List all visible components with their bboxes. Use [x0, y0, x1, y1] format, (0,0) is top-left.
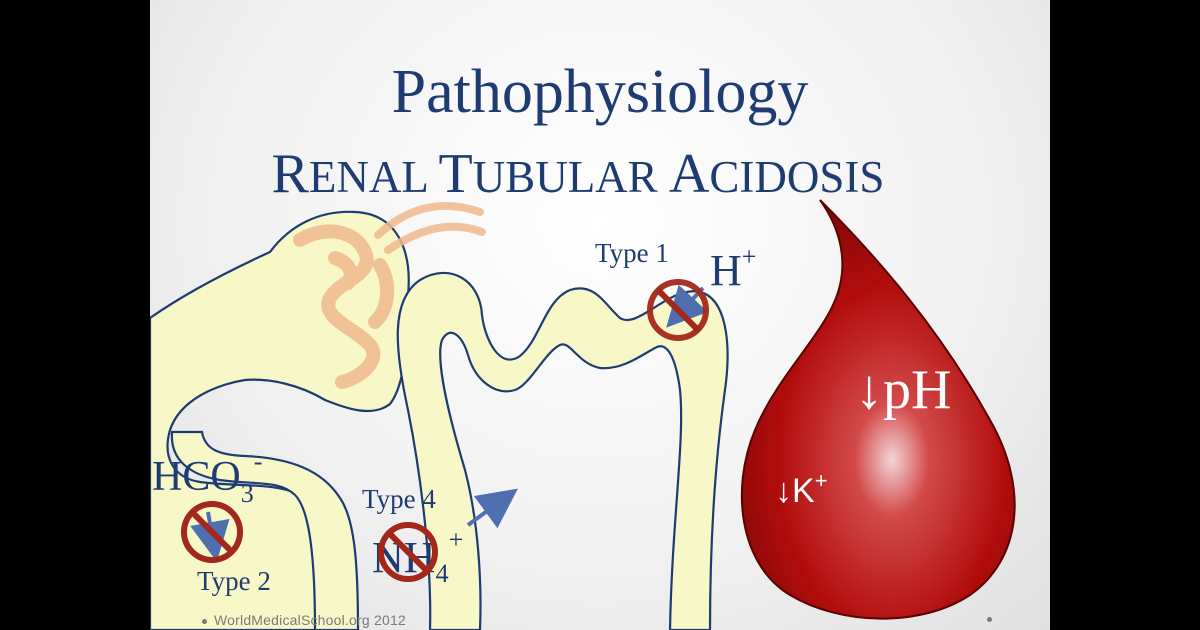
arrow-icon: [466, 488, 518, 529]
proximal-tubule: [170, 430, 360, 630]
footer-text: WorldMedicalSchool.org 2012: [214, 612, 406, 628]
glomerulus-icon: [293, 202, 486, 389]
slide: Pathophysiology RENAL TUBULAR ACIDOSIS ↓…: [150, 0, 1050, 630]
footer-dot-right: [987, 617, 992, 622]
ph-label: ↓pH: [855, 359, 951, 421]
letterbox-left: [0, 0, 150, 630]
type2-no-entry-icon: [181, 501, 243, 563]
distal-tubule: [396, 271, 729, 630]
type2-label: Type 2: [197, 566, 271, 596]
h-plus-label: H+: [710, 242, 756, 295]
hco3-label: HCO3-: [152, 447, 262, 508]
letterbox-right: [1050, 0, 1200, 630]
footer-bullet: [202, 618, 207, 624]
slide-subtitle: RENAL TUBULAR ACIDOSIS: [272, 143, 885, 205]
type4-label: Type 4: [362, 484, 436, 514]
footer: WorldMedicalSchool.org 2012: [202, 612, 406, 628]
k-label: ↓K+: [775, 468, 828, 510]
rta-diagram: Pathophysiology RENAL TUBULAR ACIDOSIS ↓…: [150, 58, 1020, 630]
type4-no-entry-icon: [378, 522, 438, 582]
blood-drop-icon: [740, 199, 1016, 620]
type1-no-entry-icon: [647, 279, 709, 341]
slide-title: Pathophysiology: [392, 58, 809, 126]
bowman-capsule: [150, 210, 410, 630]
type1-label: Type 1: [595, 238, 669, 268]
